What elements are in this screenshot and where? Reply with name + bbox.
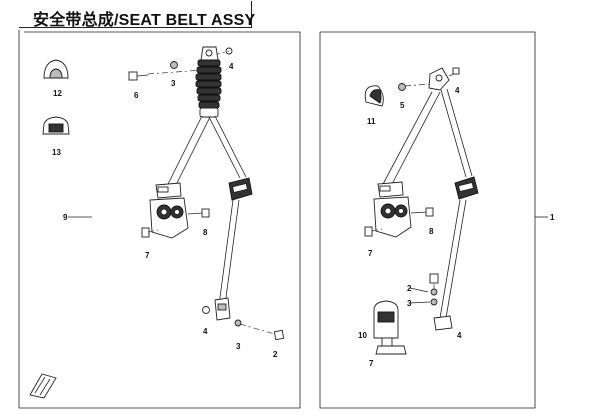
- callout-7-left: 7: [145, 251, 150, 260]
- left-group-frame: [18, 30, 301, 409]
- callout-13: 13: [52, 148, 61, 157]
- part-5-washer: [398, 83, 406, 91]
- part-3-top-washer: [170, 61, 178, 69]
- callout-3-left-top: 3: [171, 79, 176, 88]
- left-lower-anchor: [202, 297, 285, 341]
- left-retractor: [195, 46, 222, 118]
- title-box: 安全带总成/SEAT BELT ASSY: [19, 1, 256, 29]
- callout-12: 12: [53, 89, 62, 98]
- callout-10: 10: [358, 331, 367, 340]
- callout-1: 1: [550, 213, 555, 222]
- callout-7-right: 7: [368, 249, 373, 258]
- left-slider-tongue: [228, 177, 253, 201]
- part-10-buckle: [373, 300, 407, 355]
- callout-5: 5: [400, 101, 405, 110]
- part-11-cover: [364, 85, 384, 107]
- callout-2-right: 2: [407, 284, 412, 293]
- part-4-right-top: [448, 67, 460, 77]
- right-slider-tongue: [454, 176, 479, 200]
- callout-4-right-bottom: 4: [457, 331, 462, 340]
- right-lower-retractor: [373, 181, 412, 238]
- part-6-bolt: [128, 71, 149, 81]
- callout-6: 6: [134, 91, 139, 100]
- right-webbing: [381, 88, 473, 319]
- part-8-right-bolt: [410, 207, 434, 217]
- leader-lines: [409, 287, 431, 304]
- left-lower-retractor: [149, 182, 189, 239]
- callout-4-right-top: 4: [455, 86, 460, 95]
- callout-labels: 9 12 13 6 3 4 8 7 4 3 2 1 11 5 4 8 7 2 3…: [52, 62, 555, 368]
- callout-7-right-bottom: 7: [369, 359, 374, 368]
- callout-3-right: 3: [407, 299, 412, 308]
- callout-3-left-bottom: 3: [236, 342, 241, 351]
- part-12-cover: [43, 59, 69, 79]
- callout-11: 11: [367, 117, 376, 126]
- right-anchor-hardware: [429, 273, 453, 331]
- left-webbing: [165, 115, 247, 306]
- callout-4-left-bottom: 4: [203, 327, 208, 336]
- part-8-left-bolt: [187, 208, 210, 218]
- front-direction-arrow-icon: [29, 373, 57, 399]
- right-group-frame: [319, 31, 548, 409]
- diagram-title: 安全带总成/SEAT BELT ASSY: [33, 12, 256, 29]
- callout-8-right: 8: [429, 227, 434, 236]
- callout-2-left: 2: [273, 350, 278, 359]
- part-13-guide: [42, 116, 70, 135]
- callout-9: 9: [63, 213, 68, 222]
- callout-4-left-top: 4: [229, 62, 234, 71]
- part-7-right-bolt: [364, 226, 383, 237]
- part-7-left-bolt: [141, 227, 159, 238]
- right-upper-anchor: [428, 67, 450, 91]
- callout-8-left: 8: [203, 228, 208, 237]
